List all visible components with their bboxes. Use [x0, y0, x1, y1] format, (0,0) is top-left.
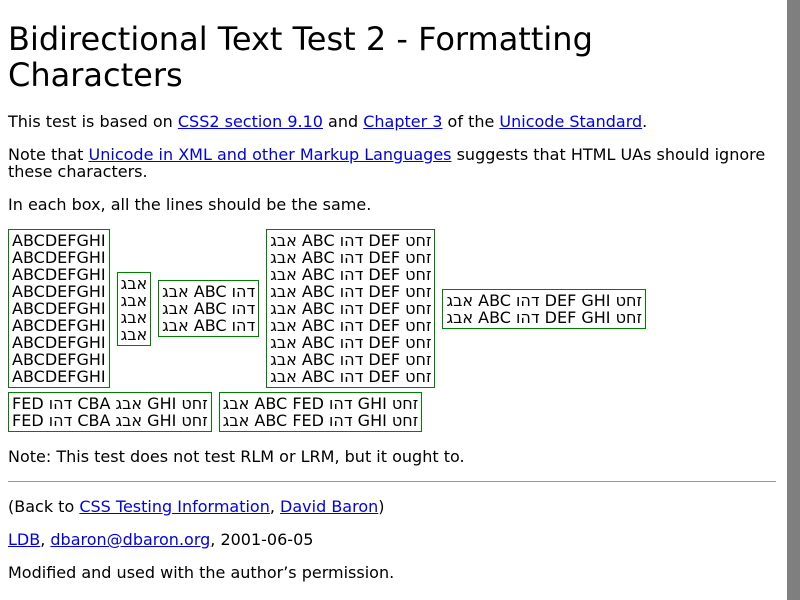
unicode-standard-link[interactable]: Unicode Standard	[499, 112, 643, 131]
note-text-1: Note that	[8, 145, 89, 164]
intro-text-4: .	[642, 112, 648, 131]
signature-date: , 2001-06-05	[210, 530, 314, 549]
page-content: Bidirectional Text Test 2 - Formatting C…	[8, 0, 776, 581]
box-line: FED דהו CBA אבג GHI זחט	[12, 394, 208, 413]
box-line: ABCDEFGHI	[12, 231, 106, 250]
intro-text-2: and	[322, 112, 364, 131]
signature: LDB, dbaron@dbaron.org, 2001-06-05	[8, 531, 776, 548]
box-line: אבג ABC דהו DEF זחט	[270, 333, 432, 352]
box-line: אבג ABC דהו DEF זחט	[270, 282, 432, 301]
box-line: אבג ABC דהו DEF זחט	[270, 316, 432, 335]
box-line: ABCDEFGHI	[12, 299, 106, 318]
david-baron-link[interactable]: David Baron	[280, 497, 379, 516]
permission-note: Modified and used with the author’s perm…	[8, 563, 395, 582]
box-line: ABCDEFGHI	[12, 333, 106, 352]
chapter-3-link[interactable]: Chapter 3	[363, 112, 443, 131]
box-line: אבג ABC דהו DEF זחט	[270, 231, 432, 250]
box-line: אבג ABC דהו DEF זחט	[270, 265, 432, 284]
intro-paragraph: This test is based on CSS2 section 9.10 …	[8, 113, 776, 130]
box-line: אבג ABC דהו	[162, 299, 256, 318]
box-line: ABCDEFGHI	[12, 367, 106, 386]
box-line: אבג ABC דהו	[162, 316, 256, 335]
email-link[interactable]: dbaron@dbaron.org	[50, 530, 211, 549]
box-line: אבג ABC דהו DEF זחט	[270, 299, 432, 318]
intro-text-1: This test is based on	[8, 112, 178, 131]
css2-section-link[interactable]: CSS2 section 9.10	[177, 112, 323, 131]
back-text-1: (Back to	[8, 497, 80, 516]
note-text-2: suggests that HTML UAs should ignore the…	[8, 145, 766, 181]
box-line: אבג ABC דהו DEF GHI זחט	[446, 290, 642, 310]
css-testing-link[interactable]: CSS Testing Information	[79, 497, 270, 516]
intro-text-3: of the	[442, 112, 500, 131]
box-line: אבג ABC דהו	[162, 282, 256, 301]
box-line: אבג ABC FED דהו GHI זחט	[222, 394, 419, 413]
box-line: אבג ABC FED דהו GHI זחט	[222, 411, 419, 430]
back-links: (Back to CSS Testing Information, David …	[8, 498, 776, 515]
note-paragraph: Note that Unicode in XML and other Marku…	[8, 146, 776, 180]
unicode-xml-link[interactable]: Unicode in XML and other Markup Language…	[88, 145, 452, 164]
ldb-link[interactable]: LDB	[8, 530, 41, 549]
page-title: Bidirectional Text Test 2 - Formatting C…	[8, 20, 593, 94]
signature-text-1: ,	[40, 530, 51, 549]
box-line: אבג	[120, 324, 148, 344]
box-line: ABCDEFGHI	[12, 350, 106, 369]
box-line: ABCDEFGHI	[12, 316, 106, 335]
box-line: ABCDEFGHI	[12, 248, 106, 267]
divider	[8, 481, 776, 482]
box-line: אבג	[120, 273, 148, 293]
back-text-3: )	[378, 497, 385, 516]
box-line: אבג ABC דהו DEF זחט	[270, 367, 432, 386]
box-line: אבג ABC דהו DEF GHI זחט	[446, 307, 642, 327]
back-text-2: ,	[269, 497, 281, 516]
instruction-paragraph: In each box, all the lines should be the…	[8, 195, 372, 214]
vertical-scrollbar[interactable]	[785, 0, 800, 600]
box-line: ABCDEFGHI	[12, 282, 106, 301]
box-line: אבג ABC דהו DEF זחט	[270, 350, 432, 369]
box-line: אבג ABC דהו DEF זחט	[270, 248, 432, 267]
scrollbar-track	[785, 0, 787, 600]
rlm-note: Note: This test does not test RLM or LRM…	[8, 447, 465, 466]
box-line: אבג	[120, 290, 148, 310]
box-line: ABCDEFGHI	[12, 265, 106, 284]
box-line: אבג	[120, 307, 148, 327]
box-line: FED דהו CBA אבג GHI זחט	[12, 411, 208, 430]
